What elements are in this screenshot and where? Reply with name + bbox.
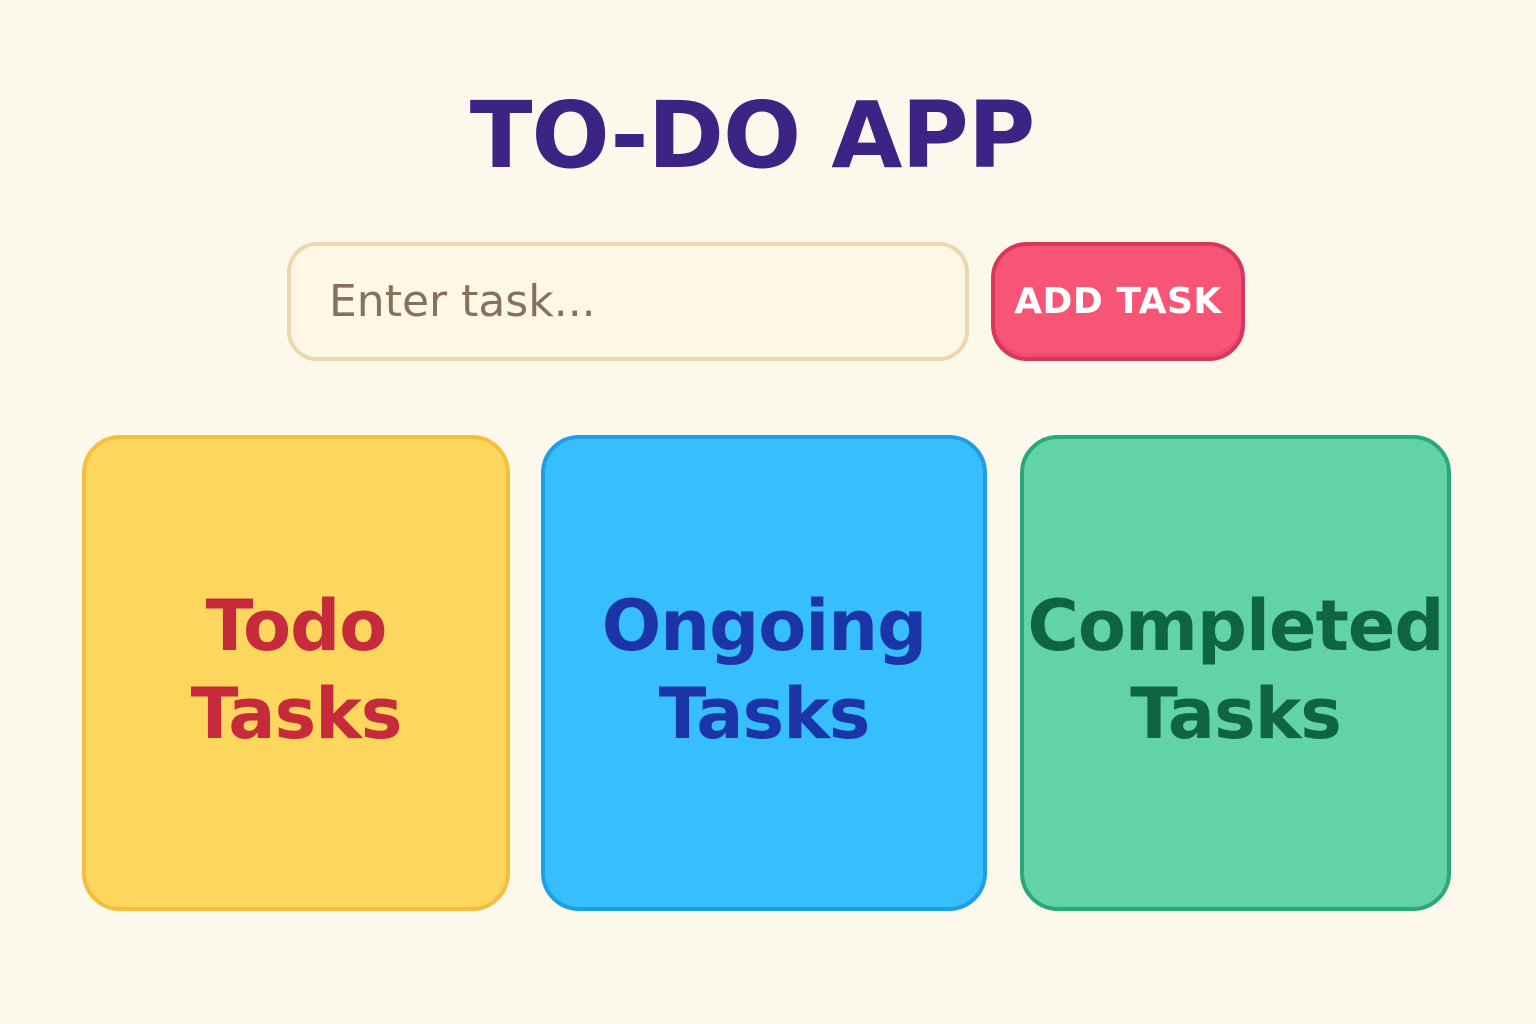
ongoing-tasks-heading-line2: Tasks bbox=[658, 673, 871, 755]
completed-tasks-heading: Completed Tasks bbox=[1027, 582, 1444, 758]
todo-tasks-heading: Todo Tasks bbox=[190, 582, 403, 758]
completed-tasks-column[interactable]: Completed Tasks bbox=[1020, 435, 1451, 911]
todo-tasks-column[interactable]: Todo Tasks bbox=[82, 435, 510, 911]
task-input[interactable] bbox=[287, 242, 969, 361]
todo-tasks-heading-line1: Todo bbox=[205, 585, 388, 667]
todo-tasks-heading-line2: Tasks bbox=[190, 673, 403, 755]
add-task-button[interactable]: ADD TASK bbox=[991, 242, 1245, 361]
page-title: TO-DO APP bbox=[469, 82, 1036, 189]
ongoing-tasks-heading: Ongoing Tasks bbox=[601, 582, 927, 758]
completed-tasks-heading-line2: Tasks bbox=[1130, 673, 1342, 755]
ongoing-tasks-heading-line1: Ongoing bbox=[601, 585, 927, 667]
ongoing-tasks-column[interactable]: Ongoing Tasks bbox=[541, 435, 987, 911]
completed-tasks-heading-line1: Completed bbox=[1027, 585, 1444, 667]
